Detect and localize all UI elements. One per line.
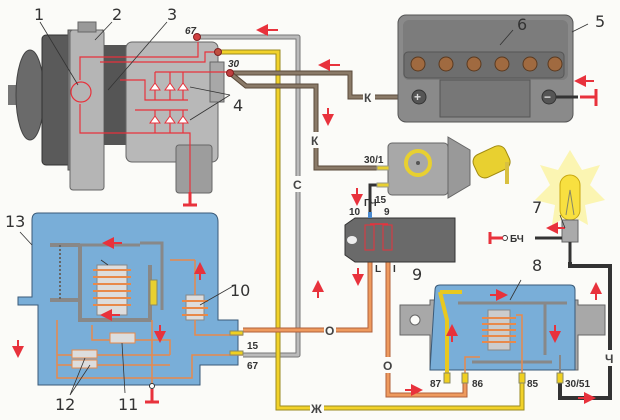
current-flow-arrows [12, 24, 602, 404]
wire-label-o-regulator: О [325, 324, 334, 338]
wire-label-bch: БЧ [510, 234, 524, 245]
callout-10: 10 [230, 281, 250, 300]
callout-11: 11 [118, 395, 138, 414]
callout-1: 1 [34, 5, 44, 24]
alternator-terminal-30 [226, 69, 234, 77]
battery: + − [397, 14, 598, 123]
ground-symbol [145, 389, 159, 404]
terminal-label-30-1: 30/1 [364, 155, 384, 166]
callout-7: 7 [532, 198, 542, 217]
wire-k-brown [228, 70, 420, 171]
battery-plus-terminal [411, 89, 427, 105]
wire-label-c: С [293, 178, 302, 192]
relay-terminal-label-87: 87 [430, 379, 442, 390]
wire-label-k-ignition: К [311, 134, 319, 148]
wire-label-o-relay: О [383, 359, 392, 373]
callout-3: 3 [167, 5, 177, 24]
relay-terminal-label-85: 85 [527, 379, 539, 390]
regulator-terminal-label-15: 15 [247, 341, 259, 352]
ignition-switch: 30/1 15 [364, 136, 511, 206]
callout-2: 2 [112, 5, 122, 24]
fuse-label-i: I [393, 264, 396, 275]
ground-symbol [183, 192, 197, 207]
wire-label-gch: ГЧ [364, 198, 377, 209]
fuse-label-l: L [375, 264, 381, 275]
wire-o-orange [243, 262, 468, 398]
alternator-terminal-67 [193, 33, 201, 41]
charge-warning-lamp: БЧ [488, 150, 605, 262]
relay-terminal-label-86: 86 [472, 379, 484, 390]
terminal-label-15: 15 [375, 195, 387, 206]
callout-9: 9 [412, 265, 422, 284]
alternator-terminal-d [214, 48, 222, 56]
ground-symbol [488, 232, 503, 244]
callout-6: 6 [517, 15, 527, 34]
callout-4: 4 [233, 96, 243, 115]
terminal-label-67: 67 [185, 26, 197, 37]
wire-label-zh: Ж [310, 402, 322, 416]
wire-label-ch: Ч [605, 352, 613, 366]
wire-label-k-battery: К [364, 91, 372, 105]
callout-12: 12 [55, 395, 75, 414]
regulator-terminal-label-67: 67 [247, 361, 259, 372]
callout-13: 13 [5, 212, 25, 231]
indicator-relay: 87 86 85 30/51 [399, 284, 606, 390]
minus-icon: − [544, 90, 551, 104]
fuse-block: 10 9 ГЧ L I [344, 198, 456, 275]
terminal-label-9: 9 [384, 207, 390, 218]
wire-ch-black [368, 183, 612, 400]
alternator: 67 30 [8, 21, 240, 207]
callout-5: 5 [595, 12, 605, 31]
voltage-regulator: 15 67 [17, 212, 259, 404]
wire-zh-yellow [218, 49, 525, 411]
relay-terminal-label-30-51: 30/51 [565, 379, 590, 390]
wire-c-gray [197, 34, 301, 358]
callout-8: 8 [532, 256, 542, 275]
ground-symbol [580, 89, 598, 106]
terminal-label-10: 10 [349, 207, 361, 218]
terminal-label-30: 30 [228, 59, 240, 70]
plus-icon: + [414, 90, 421, 104]
